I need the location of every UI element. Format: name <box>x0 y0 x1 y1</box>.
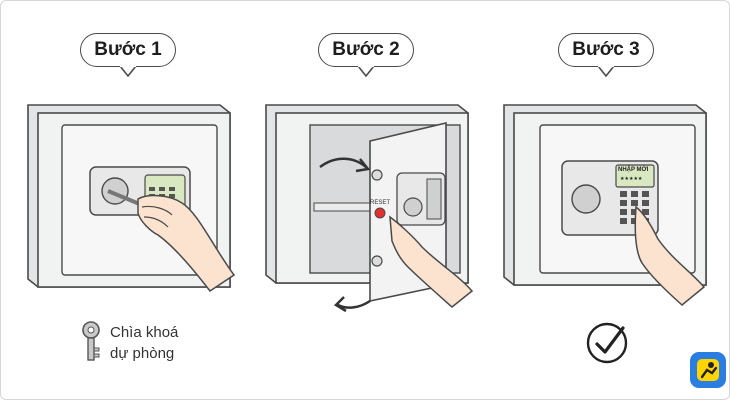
bubble-tails <box>119 64 615 78</box>
spare-key-caption: Chìa khoá dự phòng <box>110 322 178 364</box>
brand-logo-icon <box>690 352 726 388</box>
hand-with-key <box>107 189 236 293</box>
step-1-label: Bước 1 <box>94 39 162 60</box>
caption-line-1: Chìa khoá <box>110 324 179 341</box>
step-2-illustration <box>265 104 474 313</box>
step-3-bubble: Bước 3 <box>558 33 654 67</box>
pointing-hand-2 <box>389 215 474 308</box>
screen-code: ★★★★★ <box>620 176 643 182</box>
key-icon <box>82 321 100 361</box>
step-3-illustration <box>503 104 707 306</box>
screen-text: NHẬP MỚI <box>618 167 649 173</box>
caption-line-2: dự phòng <box>110 345 175 362</box>
lock-panel-3 <box>561 160 659 236</box>
step-3-label: Bước 3 <box>572 39 640 60</box>
check-icon <box>586 322 628 364</box>
pointing-hand-3 <box>634 205 706 306</box>
curved-arrow-icon <box>319 157 371 313</box>
step-1-illustration <box>27 104 236 293</box>
reset-label: RESET <box>370 200 391 206</box>
step-2-label: Bước 2 <box>332 39 400 60</box>
